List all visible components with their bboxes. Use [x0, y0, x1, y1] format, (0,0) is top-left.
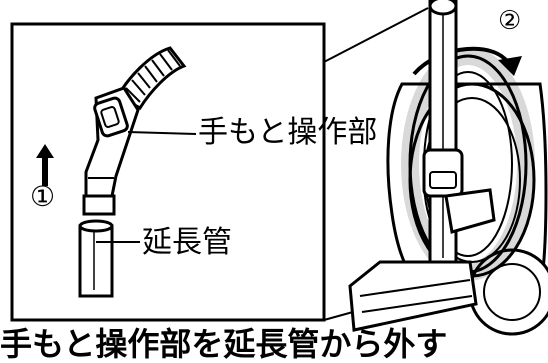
extension-pipe-drawing [78, 219, 114, 298]
instruction-caption: 手もと操作部を延長管から外す [0, 325, 448, 363]
vacuum-unit-drawing [348, 0, 548, 336]
leader-handle-part [127, 131, 197, 135]
handle-part-drawing [82, 86, 140, 216]
callout-line-top [323, 7, 429, 63]
arrow-up-icon [36, 144, 54, 186]
extension-pipe-label: 延長管 [142, 225, 232, 260]
handle-part-label: 手もと操作部 [198, 115, 378, 150]
step1-marker: ① [30, 180, 56, 213]
rotate-arrow-icon [498, 56, 522, 76]
step2-marker: ② [498, 6, 522, 36]
hose-detail [115, 46, 187, 110]
